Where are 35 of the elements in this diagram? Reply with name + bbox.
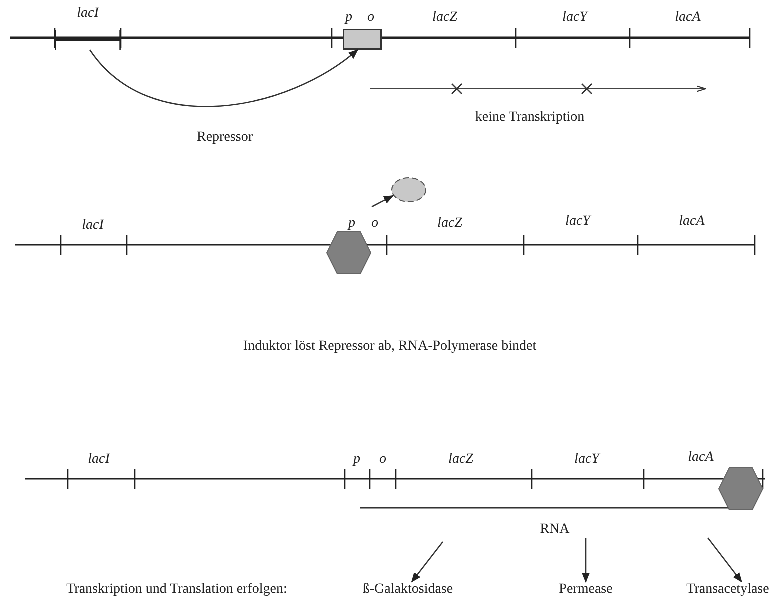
annotation-text: keine Transkription	[475, 110, 585, 126]
caption-text: Induktor löst Repressor ab, RNA-Polymerase bindet	[243, 339, 537, 355]
gene-label: lacZ	[438, 216, 462, 232]
caption-text: Transkription und Translation erfolgen:	[66, 582, 288, 598]
gene-label: lacZ	[448, 452, 474, 468]
gene-label: lacA	[688, 450, 714, 466]
gene-label: lacY	[562, 10, 588, 26]
gene-label: lacI	[82, 218, 104, 234]
gene-label: lacY	[574, 452, 600, 468]
arrow	[89, 49, 359, 108]
arrow	[411, 542, 444, 583]
gene-label: lacI	[77, 6, 99, 22]
repressor-ellipse	[391, 177, 427, 203]
polymerase-hexagon	[718, 467, 764, 511]
gene-label: lacY	[566, 214, 590, 230]
operator-box	[343, 29, 382, 50]
gene-label: lacI	[88, 452, 110, 468]
gene-label: o	[380, 452, 386, 468]
protein-label: Transacetylase	[686, 582, 770, 598]
gene-label: p	[346, 10, 352, 26]
gene-label: o	[372, 216, 378, 232]
protein-label: ß-Galaktosidase	[362, 582, 454, 598]
arrow	[582, 538, 590, 583]
gene-label: lacZ	[432, 10, 458, 26]
gene-label: o	[368, 10, 374, 26]
gene-label: p	[354, 452, 360, 468]
rna-label: RNA	[540, 522, 570, 538]
gene-label: p	[348, 216, 356, 232]
gene-label: lacA	[679, 214, 705, 230]
edge-label: Repressor	[197, 130, 253, 146]
arrow	[372, 195, 394, 208]
gene-label: lacA	[675, 10, 701, 26]
protein-label: Permease	[559, 582, 613, 598]
polymerase-hexagon	[326, 231, 372, 275]
arrow	[707, 538, 742, 583]
